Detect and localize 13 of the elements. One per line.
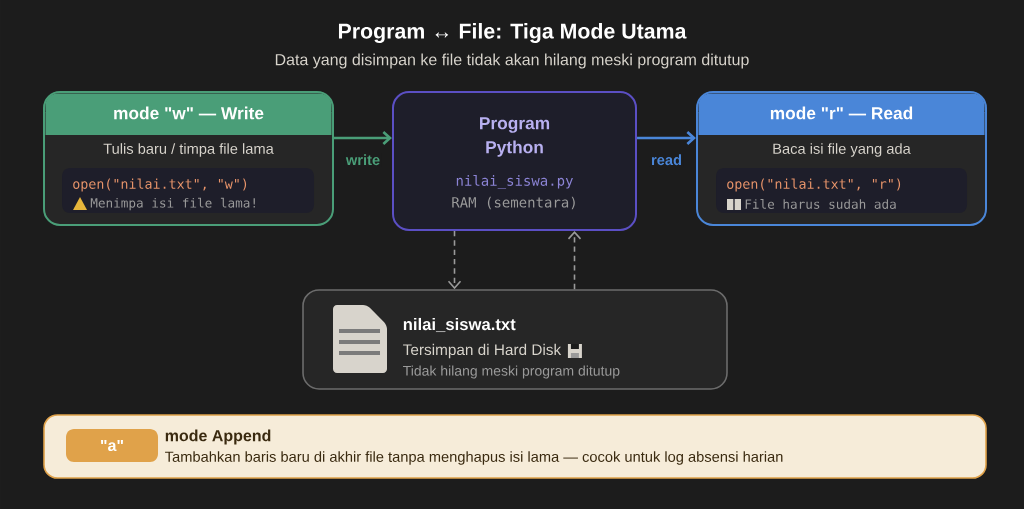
edge-label: write <box>344 153 382 167</box>
arrow <box>567 231 582 290</box>
program-box: Program Python nilai_siswa.py RAM (sementara) <box>392 91 637 231</box>
title: Program ↔ File: Tiga Mode Utama <box>339 23 687 43</box>
edge-label: read <box>649 153 684 167</box>
subtitle: Data yang disimpan ke file tidak akan hilang meski program ditutup <box>275 53 749 69</box>
arrow <box>637 131 696 145</box>
file-card: nilai_siswa.txt Tersimpan di Hard Disk Tidak hilang meski program ditutup <box>302 289 728 390</box>
arrow <box>334 131 392 145</box>
code-box: open("nilai.txt", "r") File harus sudah ada <box>716 168 967 213</box>
arrow <box>447 230 462 290</box>
mode-badge: "a" <box>66 429 158 462</box>
code-box: open("nilai.txt", "w") Menimpa isi file lama! <box>62 168 314 213</box>
